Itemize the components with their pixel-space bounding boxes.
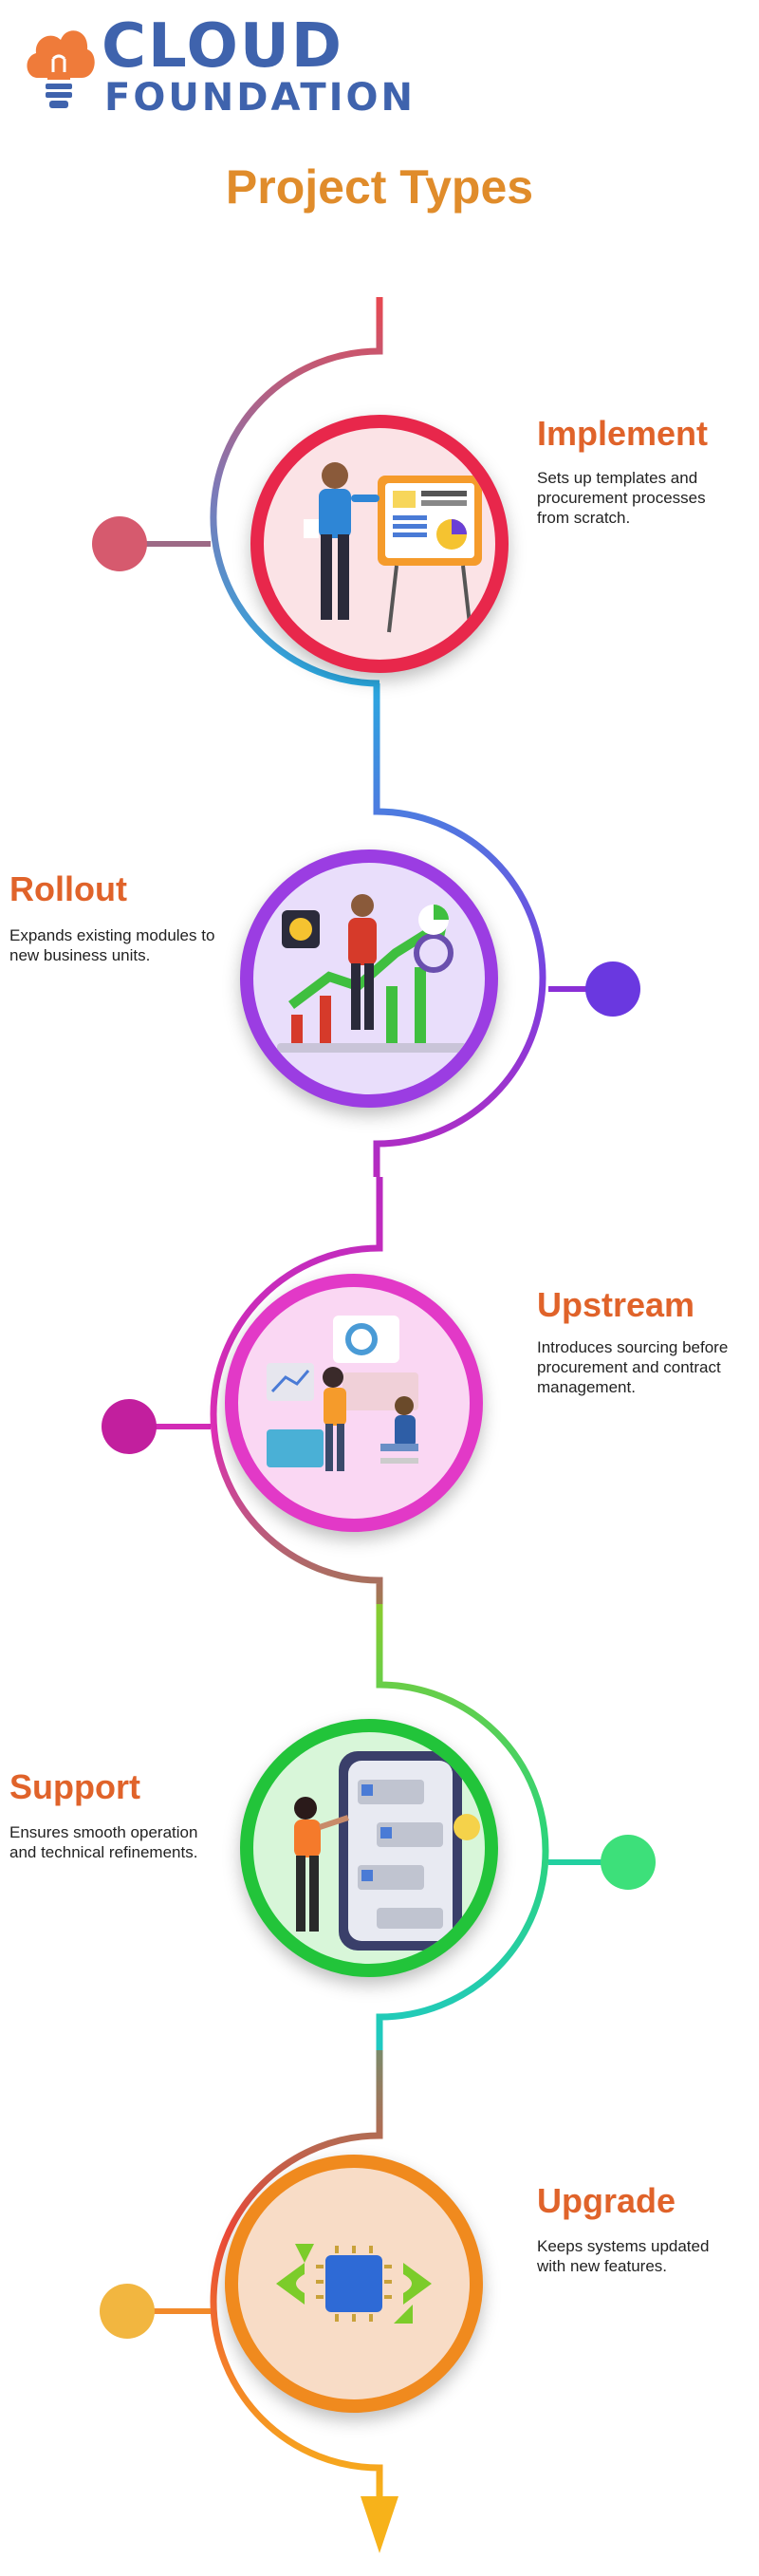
step-3-circle xyxy=(225,1274,483,1532)
step-4-dot xyxy=(601,1835,656,1890)
step-2-description: Expands existing modules to new business… xyxy=(9,926,215,964)
step-5-dot xyxy=(100,2284,155,2339)
chip-refresh-icon xyxy=(276,2244,432,2324)
step-3-description: Introduces sourcing before procurement a… xyxy=(537,1338,729,1396)
step-1-description: Sets up templates and procurement proces… xyxy=(537,469,706,527)
step-4-circle xyxy=(240,1719,498,1977)
brand-logo: CLOUD FOUNDATION xyxy=(21,11,457,125)
step-1-circle xyxy=(250,415,509,673)
team-analytics-icon xyxy=(267,1316,418,1471)
step-2-circle xyxy=(240,849,498,1108)
step-1-title: Implement xyxy=(537,414,709,453)
step-4-description: Ensures smooth operation and technical r… xyxy=(9,1823,198,1861)
step-5-title: Upgrade xyxy=(537,2181,676,2220)
brand-name-line1: CLOUD xyxy=(102,11,343,82)
cloud-bulb-icon xyxy=(27,30,95,108)
step-4-title: Support xyxy=(9,1767,140,1806)
step-5-circle xyxy=(225,2155,483,2413)
step-3-title: Upstream xyxy=(537,1285,695,1324)
step-2-dot xyxy=(585,961,640,1017)
step-3-dot xyxy=(102,1399,157,1454)
arrow-down-icon xyxy=(361,2496,398,2553)
brand-name-line2: FOUNDATION xyxy=(104,76,416,120)
page-title: Project Types xyxy=(225,160,534,214)
step-1-dot xyxy=(92,516,147,571)
step-2-title: Rollout xyxy=(9,869,127,908)
growth-chart-icon xyxy=(277,894,467,1053)
presenter-whiteboard-icon xyxy=(304,462,482,633)
step-5-description: Keeps systems updated with new features. xyxy=(537,2237,710,2275)
phone-reviews-icon xyxy=(294,1751,480,1951)
